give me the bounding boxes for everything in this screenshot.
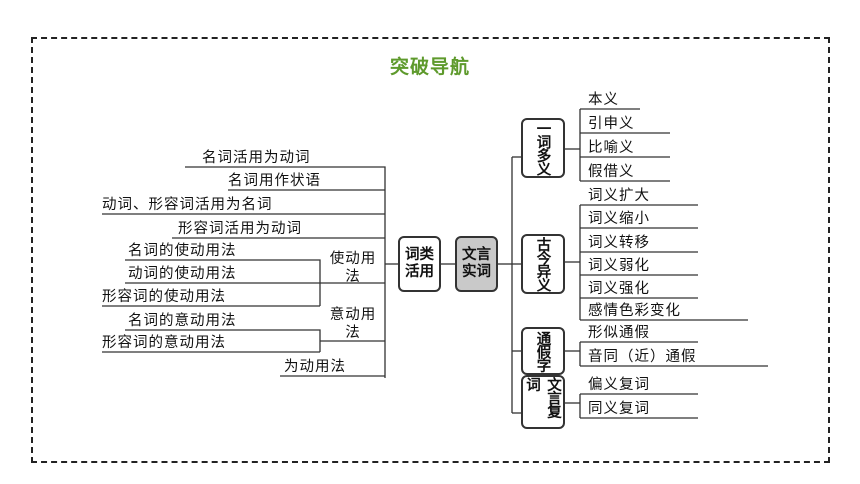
leaf-synonym-compound: 同义复词 [588, 401, 650, 417]
page-title: 突破导航 [389, 56, 470, 78]
group-box-interchangeable: 通假字 [521, 327, 565, 375]
category-box-word-class: 词类活用 [398, 236, 441, 292]
causative-label: 使动用法 [329, 251, 377, 285]
leaf-meaning-shift: 词义转移 [588, 235, 650, 251]
leaf-noun-as-adverbial: 名词用作状语 [228, 173, 321, 189]
leaf-noun-putative: 名词的意动用法 [128, 313, 237, 329]
leaf-noun-as-verb: 名词活用为动词 [202, 150, 311, 166]
group-box-polysemy: 一词多义 [521, 118, 565, 178]
leaf-verb-adj-as-noun: 动词、形容词活用为名词 [102, 197, 273, 213]
group-label-polysemy: 一词多义 [534, 121, 551, 175]
leaf-meaning-strengthen: 词义强化 [588, 281, 650, 297]
group-box-ancient-modern: 古今异义 [521, 234, 565, 294]
leaf-partial-compound: 偏义复词 [588, 377, 650, 393]
leaf-benefactive: 为动用法 [284, 359, 346, 375]
leaf-extended-meaning: 引申义 [588, 116, 635, 132]
leaf-original-meaning: 本义 [588, 92, 619, 108]
center-label: 文言实词 [462, 247, 491, 280]
leaf-borrowed-meaning: 假借义 [588, 164, 635, 180]
leaf-meaning-weaken: 词义弱化 [588, 258, 650, 274]
leaf-meaning-expand: 词义扩大 [588, 188, 650, 204]
center-box: 文言实词 [455, 236, 498, 292]
leaf-noun-causative: 名词的使动用法 [128, 243, 237, 259]
leaf-adj-as-verb: 形容词活用为动词 [178, 221, 302, 237]
group-label-interchangeable: 通假字 [534, 330, 551, 372]
group-label-compound: 文言复词 [524, 377, 561, 418]
leaf-metaphorical-meaning: 比喻义 [588, 140, 635, 156]
leaf-meaning-narrow: 词义缩小 [588, 211, 650, 227]
leaf-similar-sound: 音同（近）通假 [588, 349, 697, 365]
leaf-adj-causative: 形容词的使动用法 [102, 289, 226, 305]
leaf-emotional-change: 感情色彩变化 [588, 303, 681, 319]
leaf-adj-putative: 形容词的意动用法 [102, 335, 226, 351]
leaf-verb-causative: 动词的使动用法 [128, 266, 237, 282]
category-label: 词类活用 [405, 247, 434, 280]
leaf-similar-form: 形似通假 [588, 325, 650, 341]
group-label-ancient-modern: 古今异义 [534, 237, 551, 291]
group-box-compound: 文言复词 [521, 375, 565, 429]
putative-label: 意动用法 [329, 307, 377, 341]
dashed-frame [31, 37, 830, 463]
